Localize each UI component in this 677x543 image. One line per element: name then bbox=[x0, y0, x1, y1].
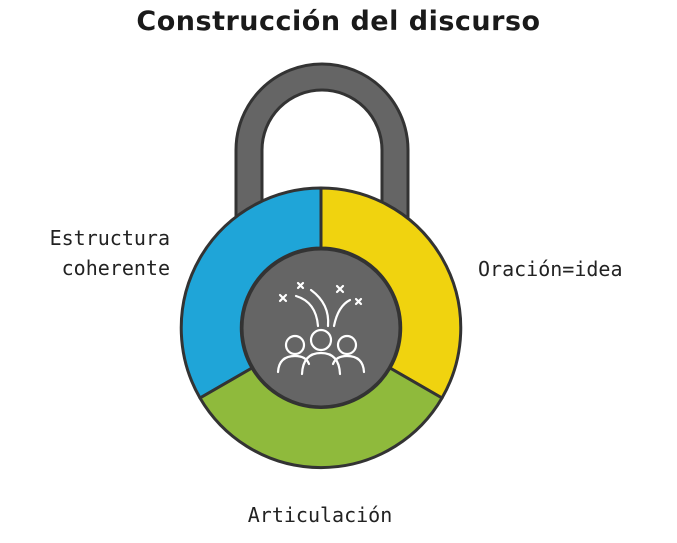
label-oracion-idea: Oración=idea bbox=[478, 254, 668, 284]
people-celebration-icon bbox=[276, 281, 366, 376]
label-line: Articulación bbox=[247, 503, 393, 527]
label-line: Estructura bbox=[49, 226, 170, 250]
diagram-title: Construcción del discurso bbox=[136, 6, 541, 37]
padlock-shackle bbox=[234, 62, 410, 237]
label-articulacion: Articulación bbox=[220, 500, 420, 530]
label-line: Oración=idea bbox=[478, 257, 623, 281]
label-estructura-coherente: Estructura coherente bbox=[20, 223, 170, 283]
center-circle bbox=[240, 247, 402, 409]
label-line: coherente bbox=[61, 256, 170, 280]
